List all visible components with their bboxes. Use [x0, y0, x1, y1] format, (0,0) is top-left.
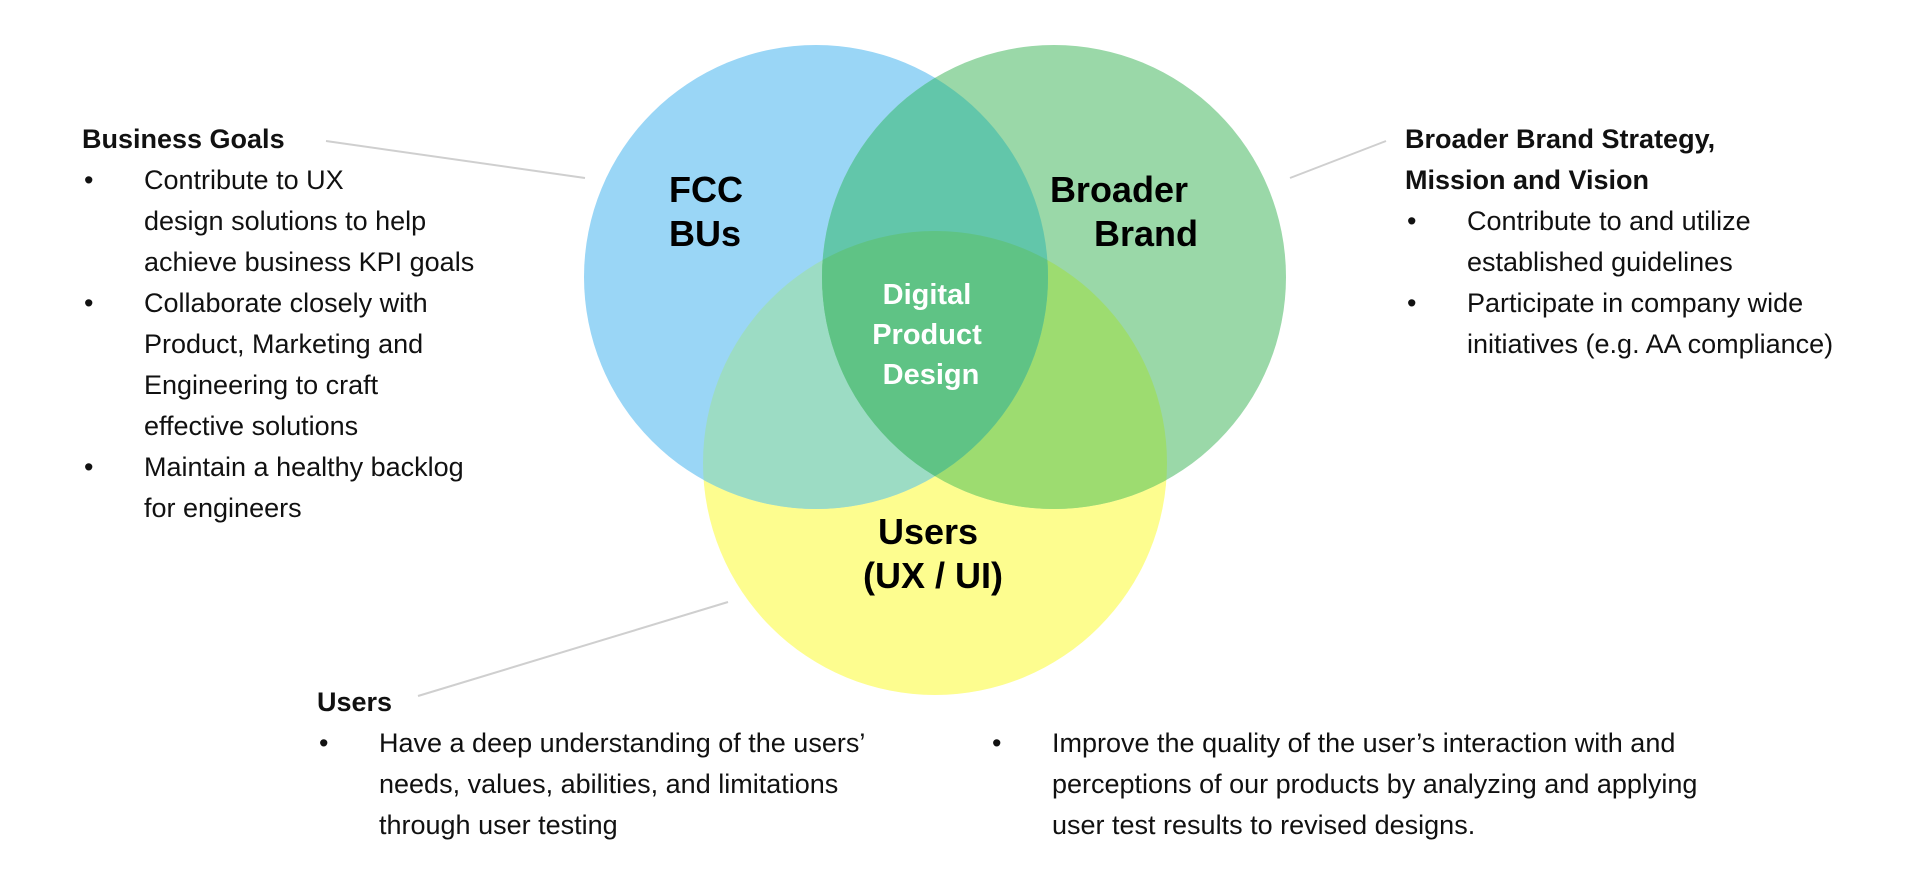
business-goals-title: Business Goals: [82, 124, 285, 154]
connector-brand-strategy: [1289, 140, 1387, 179]
list-item-line: perceptions of our products by analyzing…: [1052, 769, 1698, 799]
list-item-line: Engineering to craft: [144, 370, 379, 400]
label-fcc-bus-line: BUs: [669, 213, 741, 254]
list-item-line: initiatives (e.g. AA compliance): [1467, 329, 1834, 359]
label-broader-brand-line: Broader: [1050, 169, 1188, 210]
list-item-line: for engineers: [144, 493, 302, 523]
business-goals-block: Business Goals Contribute to UX design s…: [82, 119, 552, 529]
list-item-line: effective solutions: [144, 411, 359, 441]
label-digital-product-design: Digital Product Design: [872, 279, 990, 391]
brand-strategy-title-line: Broader Brand Strategy,: [1405, 124, 1716, 154]
list-item: Participate in company wide initiatives …: [1405, 283, 1905, 365]
users-block: Users: [317, 682, 1817, 723]
overlap-center: [822, 231, 1048, 509]
business-goals-list: Contribute to UX design solutions to hel…: [82, 160, 552, 529]
list-item-line: Improve the quality of the user’s intera…: [1052, 728, 1676, 758]
users-right-column: Improve the quality of the user’s intera…: [990, 723, 1890, 846]
list-item: Maintain a healthy backlog for engineers: [82, 447, 552, 529]
list-item-line: through user testing: [379, 810, 618, 840]
users-list-right: Improve the quality of the user’s intera…: [990, 723, 1890, 846]
list-item-line: Collaborate closely with: [144, 288, 428, 318]
label-broader-brand-line: Brand: [1094, 213, 1198, 254]
list-item: Contribute to UX design solutions to hel…: [82, 160, 552, 283]
list-item: Collaborate closely with Product, Market…: [82, 283, 552, 447]
list-item-line: Contribute to UX: [144, 165, 344, 195]
list-item-line: achieve business KPI goals: [144, 247, 475, 277]
label-fcc-bus: FCC BUs: [669, 169, 753, 254]
users-list-left: Have a deep understanding of the users’ …: [317, 723, 957, 846]
list-item-line: Have a deep understanding of the users’: [379, 728, 866, 758]
brand-strategy-title-line: Mission and Vision: [1405, 165, 1650, 195]
list-item-line: Product, Marketing and: [144, 329, 424, 359]
label-users-line: Users: [878, 511, 978, 552]
list-item: Have a deep understanding of the users’ …: [317, 723, 957, 846]
list-item-line: user test results to revised designs.: [1052, 810, 1476, 840]
connector-users: [417, 601, 729, 697]
brand-strategy-list: Contribute to and utilize established gu…: [1405, 201, 1905, 365]
brand-strategy-title: Broader Brand Strategy, Mission and Visi…: [1405, 119, 1905, 201]
list-item: Contribute to and utilize established gu…: [1405, 201, 1905, 283]
list-item: Improve the quality of the user’s intera…: [990, 723, 1890, 846]
users-left-column: Have a deep understanding of the users’ …: [317, 723, 957, 846]
label-fcc-bus-line: FCC: [669, 169, 743, 210]
label-center-line: Design: [883, 359, 980, 391]
label-users-line: (UX / UI): [863, 555, 1003, 596]
label-center-line: Product: [872, 319, 982, 351]
list-item-line: Maintain a healthy backlog: [144, 452, 464, 482]
list-item-line: Participate in company wide: [1467, 288, 1804, 318]
label-center-line: Digital: [883, 279, 972, 311]
list-item-line: established guidelines: [1467, 247, 1733, 277]
brand-strategy-block: Broader Brand Strategy, Mission and Visi…: [1405, 119, 1905, 365]
list-item-line: needs, values, abilities, and limitation…: [379, 769, 839, 799]
users-title: Users: [317, 687, 393, 717]
label-broader-brand: Broader Brand: [1050, 169, 1198, 254]
label-users: Users (UX / UI): [863, 511, 1003, 596]
list-item-line: design solutions to help: [144, 206, 427, 236]
list-item-line: Contribute to and utilize: [1467, 206, 1751, 236]
